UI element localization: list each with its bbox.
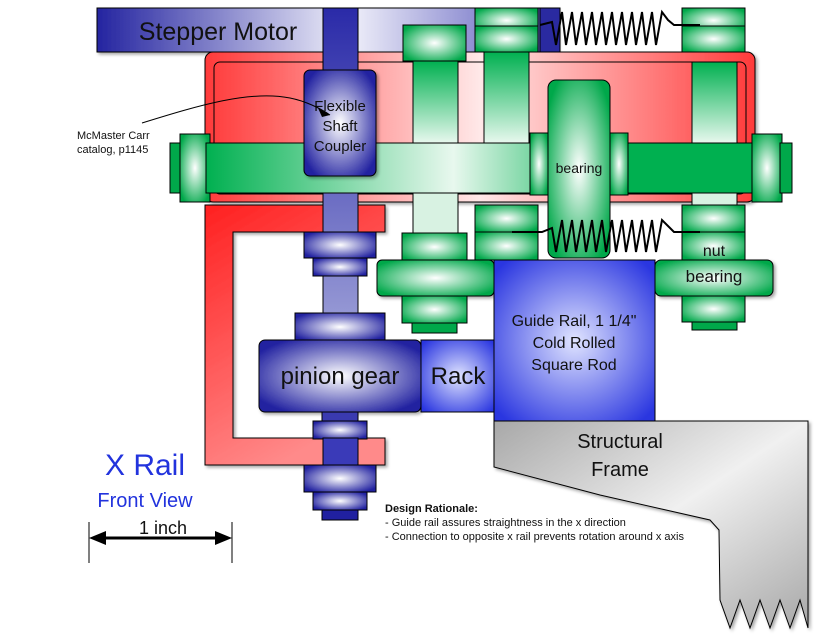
nut-bearing: nut bearing — [654, 243, 774, 331]
top-spring — [539, 9, 700, 46]
upper-collars — [294, 231, 386, 342]
bearing: bearing — [529, 79, 629, 259]
design-rationale: Design Rationale: - Guide rail assures s… — [385, 503, 684, 543]
rationale-heading: Design Rationale: — [385, 503, 478, 515]
coupler-label-2: Shaft — [322, 118, 358, 135]
frame-label-1: Structural — [577, 431, 663, 453]
left-arrowhead-icon — [89, 531, 106, 545]
scale-bar: 1 inch — [88, 518, 233, 563]
guide-rail-label-3: Square Rod — [531, 357, 616, 374]
rationale-point-2: - Connection to opposite x rail prevents… — [385, 531, 684, 543]
coupler-label-3: Coupler — [314, 138, 367, 155]
pinion-gear: pinion gear — [258, 339, 422, 413]
horizontal-shaft — [169, 133, 793, 203]
structural-frame: Structural Frame — [493, 420, 809, 630]
nut-bearing-label: bearing — [686, 267, 743, 286]
coupler-label-1: Flexible — [314, 98, 366, 115]
right-green-column — [681, 7, 746, 261]
middle-green-column — [474, 7, 539, 261]
callout-line-1: McMaster Carr — [77, 130, 150, 142]
lower-collars — [303, 411, 377, 521]
callout-line-2: catalog, p1145 — [77, 144, 148, 156]
rack: Rack — [420, 339, 497, 413]
diagram-title: X Rail — [105, 449, 185, 482]
bottom-spring — [512, 217, 700, 253]
right-arrowhead-icon — [215, 531, 232, 545]
flexible-coupler: Flexible Shaft Coupler — [303, 69, 377, 177]
bearing-label: bearing — [556, 160, 603, 176]
guide-rail: Guide Rail, 1 1/4" Cold Rolled Square Ro… — [493, 259, 656, 422]
guide-rail-label-1: Guide Rail, 1 1/4" — [512, 313, 637, 330]
frame-label-2: Frame — [591, 459, 649, 481]
left-green-column — [376, 24, 495, 334]
diagram-subtitle: Front View — [97, 490, 193, 512]
scale-bar-label: 1 inch — [139, 518, 187, 538]
guide-rail-label-2: Cold Rolled — [533, 335, 616, 352]
rack-label: Rack — [431, 363, 487, 390]
rationale-point-1: - Guide rail assures straightness in the… — [385, 517, 626, 529]
pinion-gear-label: pinion gear — [281, 363, 400, 390]
callout: McMaster Carr catalog, p1145 — [77, 95, 331, 156]
stepper-motor-label: Stepper Motor — [139, 18, 297, 46]
nut-label: nut — [703, 243, 726, 260]
